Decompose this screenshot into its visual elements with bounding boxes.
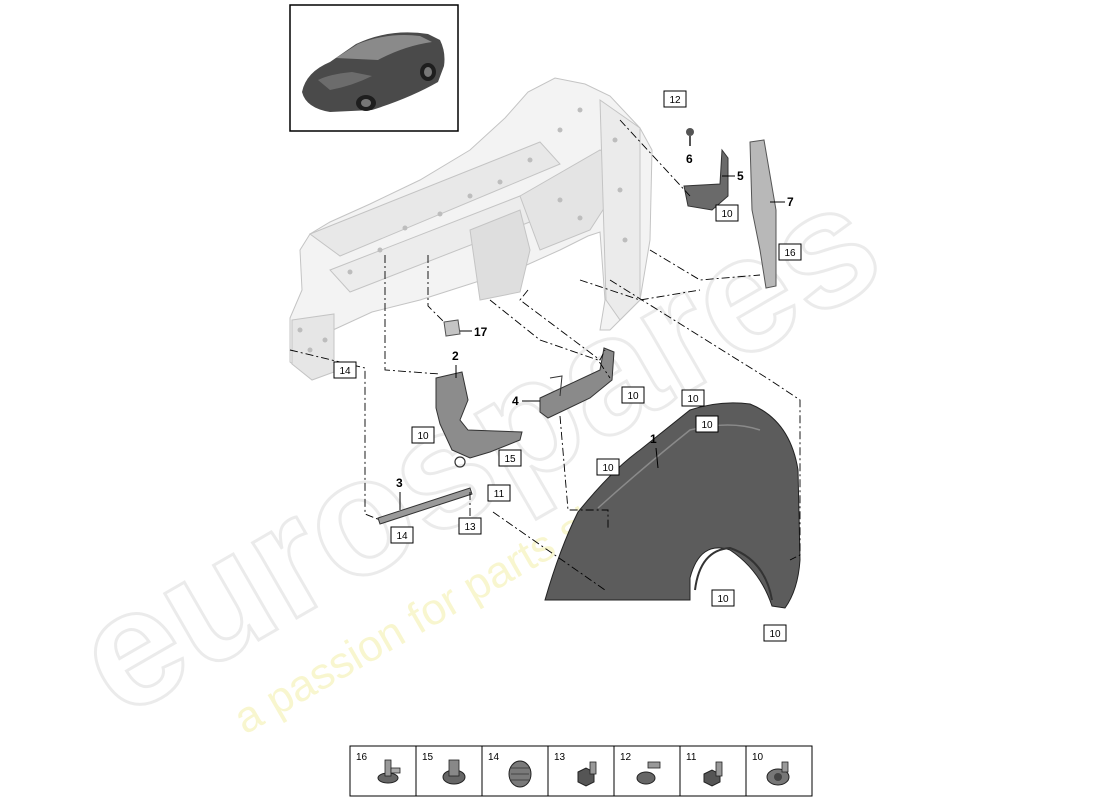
boxed-ref: 12	[663, 90, 687, 108]
legend-cell: 11	[686, 752, 723, 787]
car-thumbnail-icon	[302, 32, 445, 113]
part-number: 3	[396, 476, 403, 490]
boxed-ref: 10	[621, 386, 645, 404]
support-strut-part	[377, 487, 473, 525]
legend-number: 10	[752, 752, 764, 763]
bolt-part-6	[686, 128, 694, 146]
boxed-references: 12 10 16 14 10 10 15 10	[333, 90, 802, 642]
fastener-legend: 16 15 14 13	[349, 745, 813, 797]
part-number: 17	[474, 325, 488, 339]
boxed-ref: 10	[695, 415, 719, 433]
leader-lines	[289, 119, 801, 591]
part-callout: 17	[460, 325, 488, 339]
legend-number: 16	[356, 752, 368, 763]
boxed-ref: 10	[763, 624, 787, 642]
part-number: 4	[512, 394, 519, 408]
legend-cell: 15	[422, 752, 466, 785]
part-callouts: 1 2 3 4 5 6 7 17	[396, 152, 794, 510]
boxed-ref: 14	[333, 361, 357, 379]
boxed-ref: 16	[778, 243, 802, 261]
ref-number: 10	[602, 463, 614, 474]
fender-mounting-bracket-part	[435, 371, 523, 468]
ref-number: 10	[627, 391, 639, 402]
ref-number: 10	[717, 594, 729, 605]
fender-part	[544, 402, 801, 609]
boxed-ref: 13	[458, 517, 482, 535]
ref-number: 10	[417, 431, 429, 442]
part-number: 1	[650, 432, 657, 446]
ref-number: 13	[464, 522, 476, 533]
legend-number: 13	[554, 752, 566, 763]
boxed-ref: 10	[411, 426, 435, 444]
ref-number: 11	[494, 489, 505, 500]
ref-number: 10	[687, 394, 699, 405]
part-number: 6	[686, 152, 693, 166]
ref-number: 12	[669, 95, 681, 106]
washer-bolt-icon	[766, 761, 790, 786]
part-callout: 2	[452, 349, 459, 378]
boxed-ref: 15	[498, 449, 522, 467]
legend-cell: 10	[752, 752, 790, 786]
boxed-ref: 10	[596, 458, 620, 476]
vehicle-thumbnail	[289, 4, 459, 132]
legend-cell: 14	[488, 752, 532, 788]
torx-bolt-icon	[636, 761, 661, 785]
boxed-ref: 10	[715, 204, 739, 222]
body-front-structure	[289, 77, 653, 381]
hinge-bracket-part	[683, 148, 729, 211]
part-number: 7	[787, 195, 794, 209]
part-callout: 7	[770, 195, 794, 209]
legend-cell: 13	[554, 752, 597, 787]
boxed-ref: 11	[487, 484, 511, 502]
part-callout: 4	[512, 394, 540, 408]
rubber-buffer-part	[443, 319, 461, 337]
fender-carrier-rail-part	[539, 347, 615, 419]
legend-number: 11	[686, 752, 697, 763]
legend-cell: 12	[620, 752, 661, 785]
ref-number: 14	[396, 531, 408, 542]
rivet-icon	[377, 759, 401, 784]
part-callout: 5	[722, 169, 744, 183]
legend-number: 15	[422, 752, 434, 763]
stud-bolt-icon	[703, 761, 723, 787]
ref-number: 14	[339, 366, 351, 377]
seal-strip-part	[749, 139, 777, 289]
grommet-icon	[508, 760, 532, 788]
boxed-ref: 10	[681, 389, 705, 407]
flange-bolt-icon	[442, 759, 466, 785]
ref-number: 16	[784, 248, 796, 259]
legend-cell: 16	[356, 752, 401, 784]
legend-number: 12	[620, 752, 632, 763]
ref-number: 15	[504, 454, 516, 465]
part-number: 2	[452, 349, 459, 363]
part-callout: 6	[686, 152, 693, 166]
part-number: 5	[737, 169, 744, 183]
part-callout: 3	[396, 476, 403, 510]
boxed-ref: 10	[711, 589, 735, 607]
legend-number: 14	[488, 752, 500, 763]
ref-number: 10	[701, 420, 713, 431]
boxed-ref: 14	[390, 526, 414, 544]
hex-bolt-icon	[577, 761, 597, 787]
ref-number: 10	[769, 629, 781, 640]
part-callout: 1	[650, 432, 659, 469]
ref-number: 10	[721, 209, 733, 220]
